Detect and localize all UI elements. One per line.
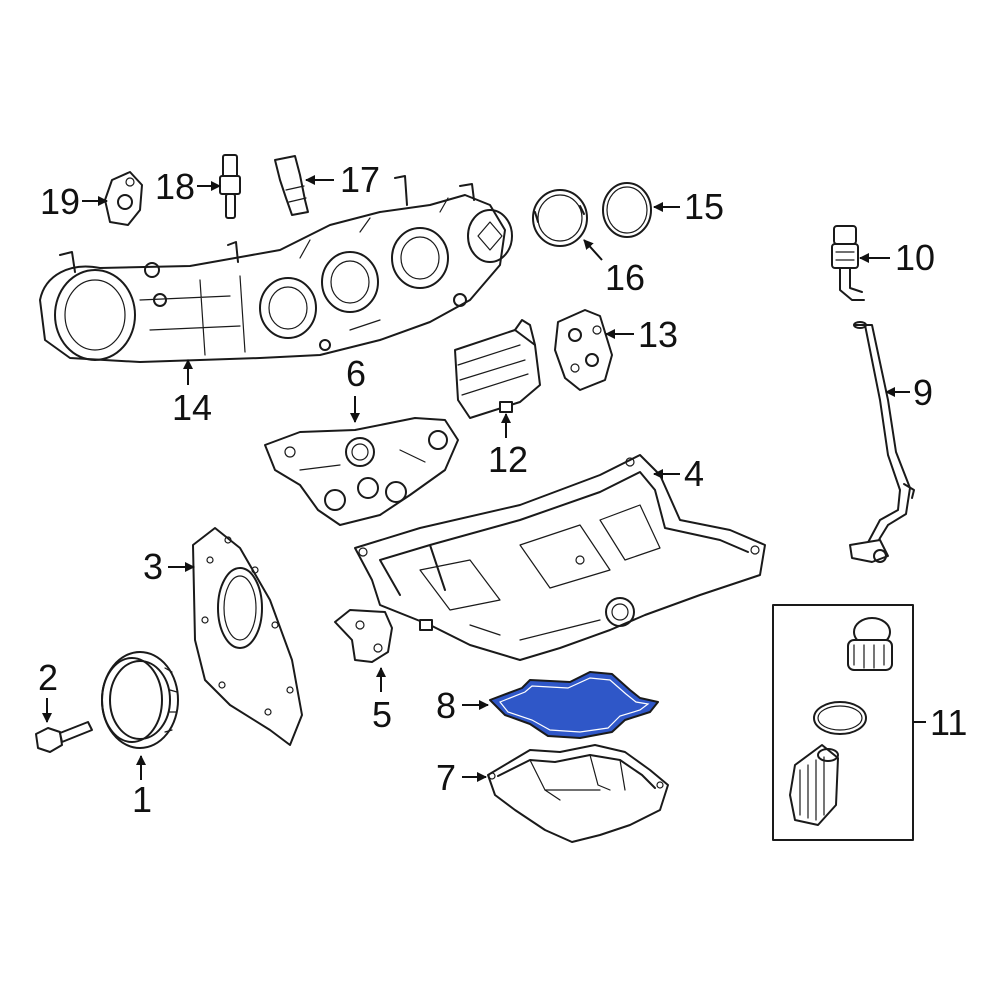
- callout-1: 1: [132, 779, 152, 820]
- callout-16: 16: [605, 257, 645, 298]
- callout-19: 19: [40, 181, 80, 222]
- part-7-oil-pan-lower[interactable]: [487, 744, 669, 843]
- callout-8: 8: [436, 685, 456, 726]
- callout-9: 9: [913, 372, 933, 413]
- part-6-bracket[interactable]: [264, 417, 459, 526]
- callout-11: 11: [930, 702, 967, 743]
- callout-18: 18: [155, 166, 195, 207]
- part-8-oil-pan-gasket[interactable]: [489, 671, 659, 739]
- callout-17: 17: [340, 159, 380, 200]
- callout-12: 12: [488, 439, 528, 480]
- callout-3: 3: [143, 546, 163, 587]
- part-12-oil-cooler[interactable]: [454, 319, 541, 419]
- part-2-bolt[interactable]: [35, 721, 93, 753]
- callout-4: 4: [684, 453, 704, 494]
- part-19-sensor-bracket[interactable]: [104, 171, 143, 226]
- part-14-manifold-housing[interactable]: [39, 175, 513, 363]
- leader-16: [583, 239, 603, 261]
- part-4-oil-pan-upper[interactable]: [354, 454, 766, 661]
- callout-15: 15: [684, 186, 724, 227]
- part-18-sensor[interactable]: [219, 154, 241, 219]
- part-9-dipstick-tube[interactable]: [849, 321, 915, 563]
- part-13-adapter-plate[interactable]: [554, 309, 613, 391]
- callout-14: 14: [172, 387, 212, 428]
- callout-5: 5: [372, 694, 392, 735]
- part-10-connector[interactable]: [831, 225, 865, 301]
- part-11-oil-filter-kit-box[interactable]: [772, 604, 914, 841]
- part-16-clamp-ring[interactable]: [532, 189, 588, 247]
- gasket-highlight-fill[interactable]: [489, 671, 659, 739]
- part-5-mount-bracket[interactable]: [334, 609, 393, 663]
- callout-7: 7: [436, 757, 456, 798]
- part-15-seal-ring[interactable]: [602, 182, 652, 238]
- part-1-crank-pulley[interactable]: [101, 651, 179, 749]
- callout-2: 2: [38, 657, 58, 698]
- callout-6: 6: [346, 353, 366, 394]
- part-17-sensor[interactable]: [274, 155, 309, 216]
- callout-10: 10: [895, 237, 935, 278]
- callout-13: 13: [638, 314, 678, 355]
- part-3-front-cover[interactable]: [192, 527, 303, 746]
